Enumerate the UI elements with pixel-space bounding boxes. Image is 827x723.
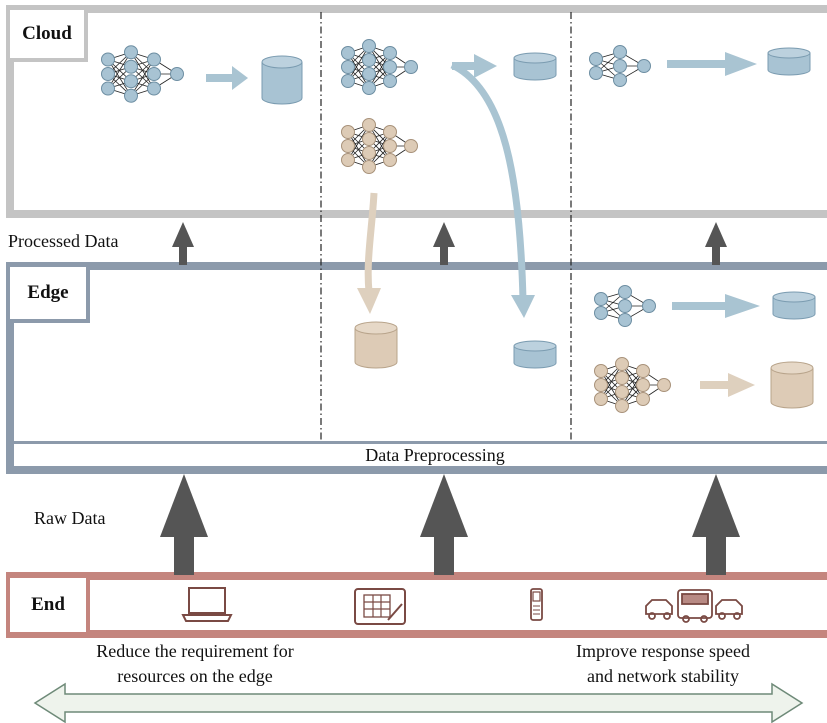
processed-data-arrow (433, 222, 455, 265)
footer-left-line2: resources on the edge (117, 666, 273, 686)
raw-data-arrow (160, 474, 208, 575)
curved-transfer-arrow-tan (357, 192, 381, 314)
database-icon (354, 321, 398, 369)
transfer-arrow (206, 66, 248, 90)
edge-label: Edge (10, 267, 90, 323)
end-label: End (10, 578, 90, 632)
transfer-arrow (700, 373, 755, 397)
raw-data-label: Raw Data (34, 508, 106, 528)
transfer-arrow (672, 294, 760, 318)
edge-label-text: Edge (27, 282, 69, 303)
database-icon (770, 361, 814, 409)
edge-layer (6, 262, 827, 474)
raw-data-arrow (420, 474, 468, 575)
transfer-arrow (667, 52, 757, 76)
tradeoff-double-arrow (33, 682, 804, 723)
cloud-label-text: Cloud (22, 23, 72, 44)
database-icon (767, 47, 811, 76)
phone-icon (530, 588, 543, 621)
footer-right-line1: Improve response speed (576, 641, 750, 661)
neural-network-icon (589, 45, 651, 87)
neural-network-icon (594, 357, 671, 413)
cloud-layer (6, 5, 827, 218)
processed-data-arrow (172, 222, 194, 265)
vehicles-icon (645, 589, 743, 623)
footer-right-line2: and network stability (587, 666, 739, 686)
database-icon (513, 340, 557, 369)
processed-data-arrow (705, 222, 727, 265)
database-icon (513, 52, 557, 81)
data-preprocessing-label: Data Preprocessing (365, 445, 505, 465)
database-icon (772, 291, 816, 320)
raw-data-arrow (692, 474, 740, 575)
processed-data-label: Processed Data (8, 231, 119, 251)
footer-left-line1: Reduce the requirement for (96, 641, 294, 661)
cloud-label: Cloud (10, 10, 88, 62)
neural-network-icon (594, 285, 656, 327)
neural-network-icon (341, 39, 418, 95)
data-preprocessing-bar (14, 441, 827, 467)
database-icon (261, 55, 303, 105)
neural-network-icon (341, 118, 418, 174)
tablet-icon (354, 588, 406, 625)
laptop-icon (181, 587, 233, 622)
end-label-text: End (31, 594, 65, 615)
neural-network-icon (101, 45, 184, 103)
curved-transfer-arrow (450, 54, 535, 318)
